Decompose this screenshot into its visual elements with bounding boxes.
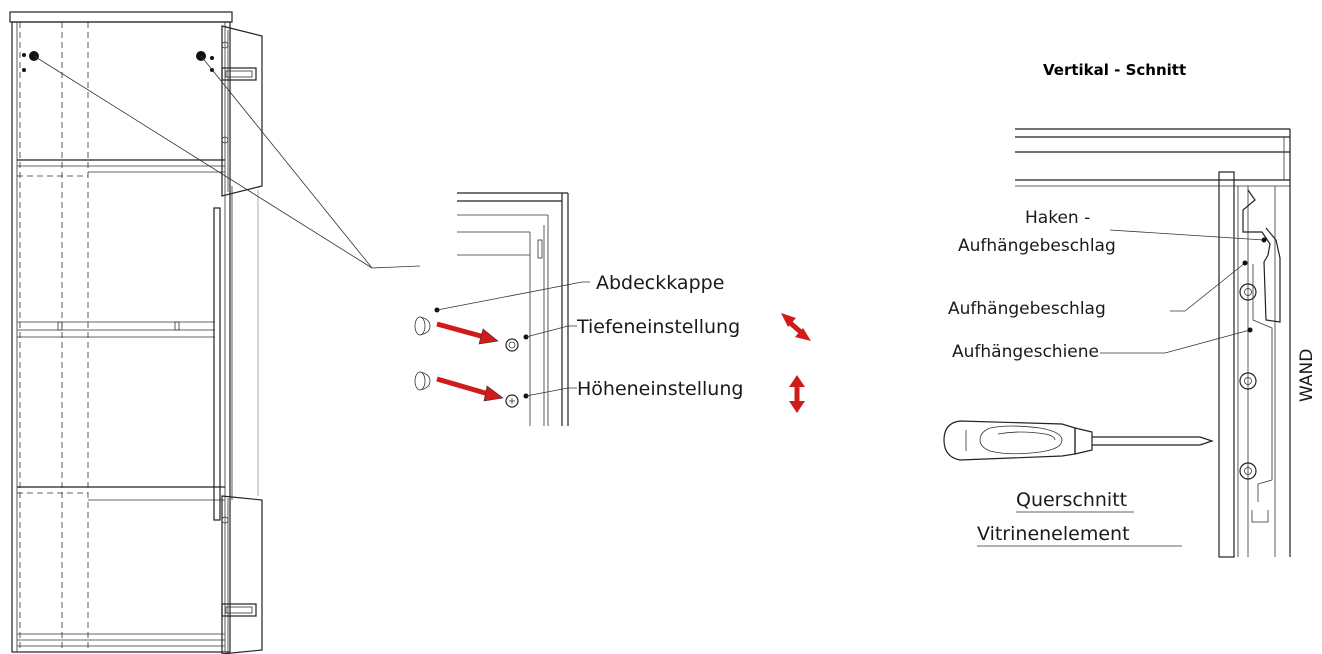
arrow-insert-icon	[436, 321, 499, 345]
label-querschnitt-line1: Querschnitt	[1016, 489, 1127, 511]
label-abdeckkappe: Abdeckkappe	[596, 272, 724, 294]
rail-screw-icon	[1239, 283, 1257, 301]
label-tiefeneinstellung: Tiefeneinstellung	[576, 316, 740, 338]
cabinet-top-door	[221, 25, 263, 197]
label-haken-line2: Aufhängebeschlag	[958, 236, 1116, 256]
cover-cap-icon	[414, 371, 431, 391]
rail-screw-icon	[1239, 372, 1257, 390]
label-querschnitt-line2: Vitrinenelement	[977, 523, 1130, 545]
cabinet-front-view	[9, 11, 421, 654]
label-wand: WAND	[1297, 349, 1317, 402]
vertical-section: Vertikal - Schnitt Haken - Aufhängeb	[943, 61, 1317, 558]
cover-cap-icon	[414, 316, 431, 336]
screwdriver-icon	[943, 420, 1214, 461]
label-hoeheneinstellung: Höheneinstellung	[577, 378, 743, 400]
section-title: Vertikal - Schnitt	[1043, 61, 1186, 79]
depth-adjust-arrow-icon	[781, 313, 811, 341]
rail-screw-icon	[1239, 462, 1257, 480]
adjustment-detail: Abdeckkappe Tiefeneinstellung	[414, 192, 811, 426]
arrow-insert-icon	[436, 376, 504, 402]
label-aufhaengeschiene: Aufhängeschiene	[952, 342, 1099, 362]
height-adjust-arrow-icon	[789, 375, 805, 413]
label-haken-line1: Haken -	[1025, 208, 1090, 228]
cabinet-shelves	[17, 159, 225, 647]
label-aufhaengebeschlag: Aufhängebeschlag	[948, 299, 1106, 319]
height-screw-icon	[505, 394, 519, 408]
cabinet-bottom-door	[221, 495, 263, 654]
depth-screw-icon	[505, 338, 519, 352]
